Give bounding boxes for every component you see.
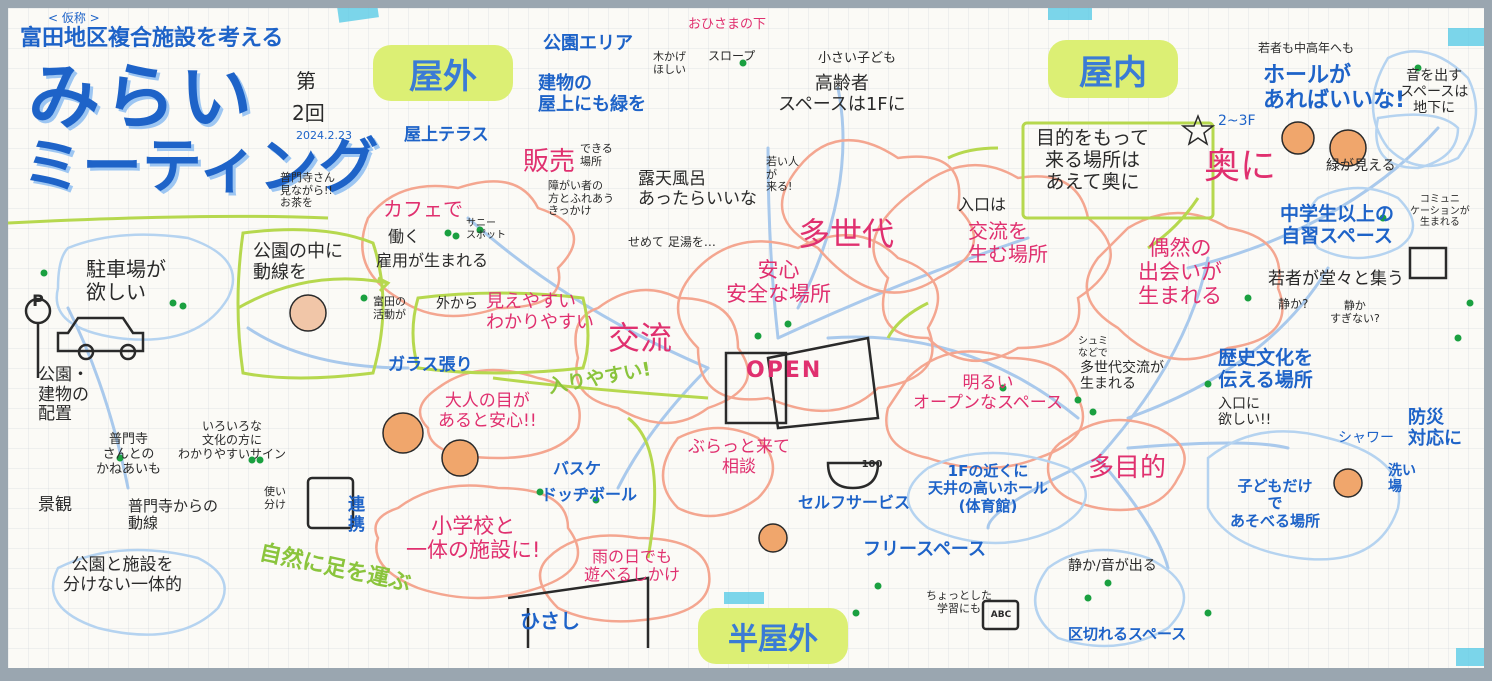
tape bbox=[1456, 648, 1484, 666]
note-entrance-want: 入口に 欲しい!! bbox=[1218, 396, 1272, 429]
zone-indoor: 屋内 bbox=[1048, 40, 1178, 98]
note-noise-space: 音を出す スペースは 地下に bbox=[1400, 68, 1469, 117]
note-self-service: セルフサービス bbox=[798, 493, 911, 512]
note-free-space: フリースペース bbox=[863, 539, 986, 560]
note-sales: 販売 bbox=[523, 147, 576, 177]
zone-outdoor: 屋外 bbox=[373, 45, 513, 101]
note-wash-place: 洗い 場 bbox=[1388, 463, 1416, 496]
note-disaster: 防災 対応に bbox=[1408, 407, 1462, 449]
note-high-ceiling-hall: 1Fの近くに 天井の高いホール (体育館) bbox=[928, 462, 1049, 515]
note-shower: シャワー bbox=[1338, 430, 1394, 446]
note-youth-gather: 若者が堂々と集う bbox=[1268, 269, 1404, 289]
note-glass: ガラス張り bbox=[388, 355, 473, 375]
note-shade: 木かげ ほしい bbox=[653, 50, 686, 76]
note-rainy-day: 雨の日でも 遊べるしかけ bbox=[584, 547, 681, 585]
abc-book-label: ABC bbox=[990, 610, 1012, 620]
note-entrance-body: 交流を 生む場所 bbox=[968, 219, 1048, 266]
note-park-area: 公園エリア bbox=[543, 33, 633, 54]
parking-icon: P bbox=[32, 290, 44, 310]
note-purpose-place: 目的をもって 来る場所は あえて奥に bbox=[1036, 127, 1150, 193]
note-hall: ホールが あればいいな! bbox=[1263, 63, 1406, 114]
note-park-facility: 公園と施設を 分けない一体的 bbox=[63, 555, 182, 595]
note-visible-outside: 外から bbox=[436, 296, 478, 312]
note-park-flow: 公園の中に 動線を bbox=[253, 241, 343, 283]
note-tomita-activity: 富田の 活動が bbox=[373, 295, 406, 321]
note-various-cultures: いろいろな 文化の方に わかりやすいサイン bbox=[178, 419, 287, 461]
note-rooftop-terrace: 屋上テラス bbox=[404, 125, 489, 145]
note-multi-gen-exchange: 多世代交流が 生まれる bbox=[1080, 360, 1164, 393]
note-parking: 駐車場が 欲しい bbox=[86, 257, 166, 304]
page-subtitle: 富田地区複合施設を考える bbox=[20, 26, 284, 51]
note-adult-eyes: 大人の目が あると安心!! bbox=[438, 391, 537, 431]
note-under-sun: おひさまの下 bbox=[688, 17, 767, 32]
whiteboard: 屋外 屋内 半屋外 < 仮称 > 富田地区複合施設を考える みらい ミーティング… bbox=[8, 8, 1484, 668]
note-quiet-q: 静か? bbox=[1278, 297, 1309, 311]
note-safe-place: 安心 安全な場所 bbox=[726, 258, 831, 307]
note-employment: 雇用が生まれる bbox=[376, 251, 489, 270]
open-sign: OPEN bbox=[746, 358, 823, 383]
title-kicker: < 仮称 > bbox=[48, 11, 100, 25]
note-bright-open: 明るい オープンなスペース bbox=[913, 373, 1063, 413]
tape bbox=[1048, 8, 1092, 20]
note-young-to-hs: 若者も中高年へも bbox=[1258, 41, 1355, 55]
note-fumonji-tea: 普門寺さん 見ながら!! お茶を bbox=[280, 171, 335, 210]
page-title-line2: ミーティング bbox=[22, 132, 379, 202]
note-service-spot: サニー スポット bbox=[466, 218, 506, 241]
note-divided-space: 区切れるスペース bbox=[1068, 625, 1187, 643]
note-too-quiet-q: 静か すぎない? bbox=[1330, 299, 1380, 325]
tape bbox=[1448, 28, 1484, 46]
note-disability: 障がい者の 方とふれあう きっかけ bbox=[548, 179, 614, 218]
note-quiet-loud: 静か/音が出る bbox=[1068, 558, 1157, 574]
note-basketball: バスケ bbox=[553, 459, 602, 478]
note-multi-purpose: 多目的 bbox=[1088, 453, 1167, 483]
zone-semi-outdoor: 半屋外 bbox=[698, 608, 848, 664]
note-easy-divide: 使い 分け bbox=[264, 485, 286, 511]
note-open-bath: 露天風呂 あったらいいな bbox=[638, 169, 757, 209]
note-green-visible: 緑が見える bbox=[1326, 158, 1396, 174]
note-cafe: カフェで bbox=[383, 197, 463, 221]
tape bbox=[724, 592, 764, 604]
page-title-line1: みらい bbox=[28, 55, 257, 139]
note-slope: スロープ bbox=[708, 49, 756, 63]
mind-map-lines bbox=[8, 50, 1478, 648]
note-kids-only: 子どもだけ で あそべる場所 bbox=[1230, 477, 1321, 530]
note-scenery: 景観 bbox=[38, 495, 72, 515]
note-entrance-title: 入口は bbox=[958, 195, 1007, 214]
note-work: 働く bbox=[388, 227, 421, 246]
note-small-kids: 小さい子ども bbox=[818, 51, 897, 66]
note-young-come: 若い人 が 来る! bbox=[766, 155, 799, 194]
note-fumonji-route: 普門寺からの 動線 bbox=[128, 497, 219, 533]
note-roof-green: 建物の 屋上にも緑を bbox=[538, 73, 646, 115]
note-cooperation: 連 携 bbox=[348, 495, 365, 535]
note-eaves: ひさし bbox=[520, 609, 580, 633]
note-hobbies: シュミ などで bbox=[1078, 336, 1108, 359]
note-building-layout: 公園・ 建物の 配置 bbox=[38, 365, 89, 425]
note-little-study: ちょっとした 学習にも bbox=[926, 589, 992, 615]
note-casual-consult: ぶらっと来て 相談 bbox=[688, 437, 790, 477]
cup-number: 100 bbox=[861, 458, 883, 470]
note-communication: コミュニ ケーションが 生まれる bbox=[1410, 194, 1470, 228]
note-school-integrated: 小学校と 一体の施設に! bbox=[406, 514, 541, 563]
note-study-space: 中学生以上の 自習スペース bbox=[1280, 203, 1395, 247]
note-back: 奥に bbox=[1204, 146, 1277, 187]
note-elderly-1f: 高齢者 スペースは1Fに bbox=[778, 73, 906, 115]
note-history-culture: 歴史文化を 伝える場所 bbox=[1218, 347, 1314, 391]
round-number: 2回 bbox=[292, 101, 325, 125]
note-sales-place: できる 場所 bbox=[580, 142, 613, 168]
meeting-date: 2024.2.23 bbox=[296, 129, 352, 142]
note-encounter: 偶然の 出会いが 生まれる bbox=[1138, 236, 1222, 309]
round-prefix: 第 bbox=[296, 69, 316, 93]
note-multi-generation: 多世代 bbox=[798, 215, 895, 253]
note-exchange: 交流 bbox=[608, 319, 673, 357]
note-easy-to-see: 見えやすい わかりやすい bbox=[486, 291, 594, 333]
note-floors: 2~3F bbox=[1218, 113, 1256, 129]
note-foot-bath: せめて 足湯を… bbox=[628, 235, 716, 249]
note-fumonji-relation: 普門寺 さんとの かねあいも bbox=[96, 432, 162, 477]
note-dodgeball: ドッヂボール bbox=[541, 485, 638, 504]
